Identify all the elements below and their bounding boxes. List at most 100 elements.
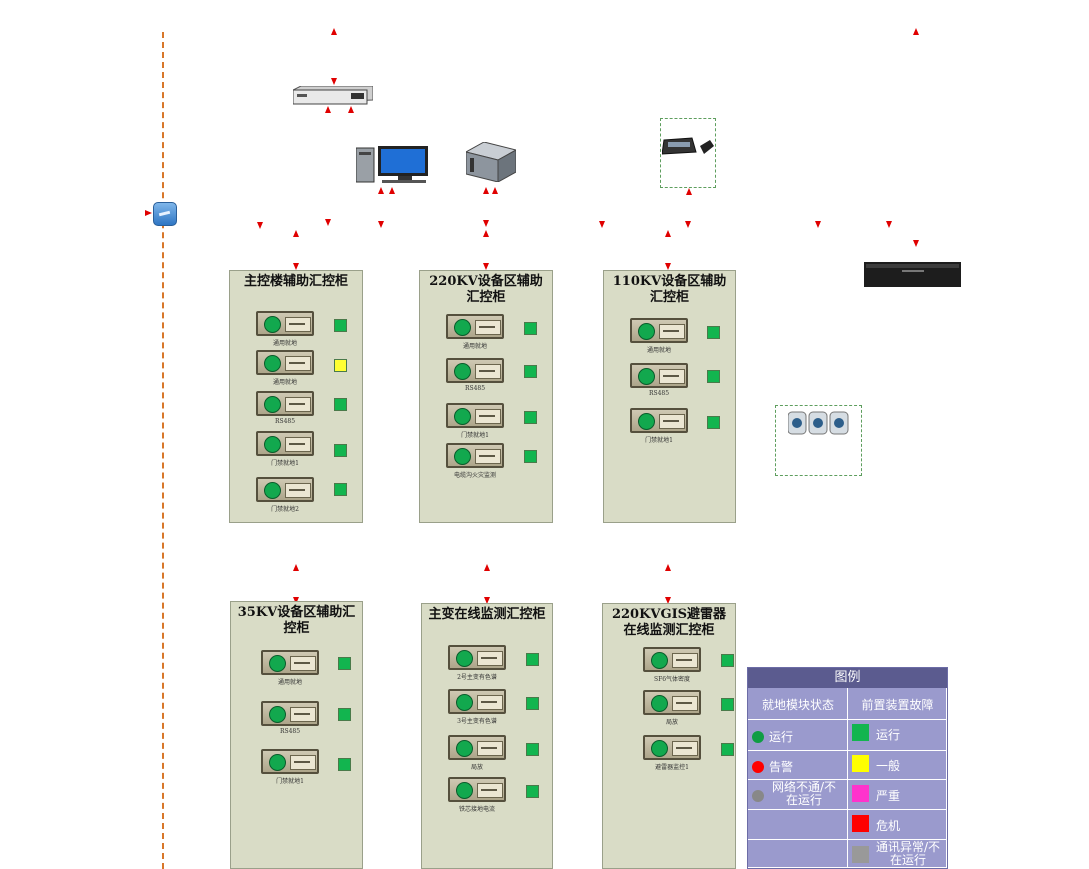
link-arrow: [483, 187, 489, 194]
panel-transformer[interactable]: 主变在线监测汇控柜 2号主变有色谱 3号主变有色谱 局放 铁芯接地电流: [421, 603, 553, 869]
legend-left-label: 告警: [769, 760, 794, 774]
legend-right-label: 运行: [876, 728, 901, 742]
module-item[interactable]: 门禁就地1: [446, 403, 520, 439]
module-label: 2号主变有色谱: [457, 674, 497, 681]
link-arrow: [293, 263, 299, 270]
status-square: [721, 698, 734, 711]
link-arrow: [665, 263, 671, 270]
module-label: 通用就地: [277, 679, 302, 686]
module-device-icon: [256, 350, 314, 375]
server-icon[interactable]: [464, 141, 518, 183]
status-square: [524, 322, 537, 335]
module-label: 门禁就地1: [271, 460, 299, 467]
panel-title: 主变在线监测汇控柜: [428, 607, 546, 622]
legend-left-label: 运行: [769, 730, 794, 744]
module-item[interactable]: RS485: [256, 391, 330, 425]
panel-title: 110KV设备区辅助汇控柜: [612, 274, 727, 305]
bus-arrow: [145, 210, 152, 216]
link-arrow: [389, 187, 395, 194]
module-item[interactable]: 通用就地: [446, 314, 520, 350]
module-item[interactable]: 门禁就地1: [630, 408, 704, 444]
status-square-icon: [852, 846, 869, 863]
module-item[interactable]: 通用就地: [630, 318, 704, 354]
workstation-icon[interactable]: [355, 146, 430, 184]
camera-group-icon[interactable]: [787, 410, 850, 438]
module-device-icon: [448, 645, 506, 670]
module-device-icon: [446, 403, 504, 428]
module-item[interactable]: 通用就地: [261, 650, 335, 686]
link-arrow: [325, 219, 331, 226]
status-square: [524, 450, 537, 463]
legend-left-row: 网络不通/不在运行: [748, 780, 848, 810]
module-label: 通用就地: [646, 347, 671, 354]
legend-panel: 图例 就地模块状态 前置装置故障 运行 告警 网络不通/不在运行 运行 一般 严…: [747, 667, 948, 869]
status-square: [334, 483, 347, 496]
link-arrow: [685, 221, 691, 228]
status-square: [707, 370, 720, 383]
panel-35kv[interactable]: 35KV设备区辅助汇控柜 通用就地 RS485 门禁就地1: [230, 601, 363, 869]
module-item[interactable]: 3号主变有色谱: [448, 689, 522, 725]
module-item[interactable]: 门禁就地1: [256, 431, 330, 467]
module-item[interactable]: 通用就地: [256, 350, 330, 386]
legend-right-row: 危机: [848, 810, 947, 840]
module-label: RS485: [648, 390, 670, 397]
panel-title: 主控楼辅助汇控柜: [243, 274, 348, 289]
link-arrow: [886, 221, 892, 228]
legend-right-row: 通讯异常/不在运行: [848, 840, 947, 868]
link-arrow: [293, 597, 299, 604]
module-label: 通用就地: [272, 340, 297, 347]
module-item[interactable]: RS485: [261, 701, 335, 735]
module-device-icon: [446, 443, 504, 468]
module-label: 门禁就地1: [645, 437, 673, 444]
status-square: [334, 359, 347, 372]
legend-left-header-cell: 就地模块状态: [748, 688, 848, 720]
module-item[interactable]: RS485: [630, 363, 704, 397]
module-device-icon: [446, 314, 504, 339]
module-item[interactable]: SF6气体密度: [643, 647, 717, 683]
link-arrow: [484, 564, 490, 571]
module-item[interactable]: 避雷器监控1: [643, 735, 717, 771]
link-arrow: [665, 230, 671, 237]
module-label: 门禁就地2: [271, 506, 299, 513]
panel-220kv[interactable]: 220KV设备区辅助汇控柜 通用就地 RS485 门禁就地1 电缆沟火灾监测: [419, 270, 553, 523]
link-arrow: [257, 222, 263, 229]
module-item[interactable]: 通用就地: [256, 311, 330, 347]
module-item[interactable]: 2号主变有色谱: [448, 645, 522, 681]
bus-line: [162, 32, 164, 869]
module-item[interactable]: 门禁就地2: [256, 477, 330, 513]
module-item[interactable]: 门禁就地1: [261, 749, 335, 785]
link-arrow: [686, 188, 692, 195]
status-square: [721, 654, 734, 667]
module-device-icon: [448, 689, 506, 714]
module-item[interactable]: 局放: [448, 735, 522, 771]
module-item[interactable]: 电缆沟火灾监测: [446, 443, 520, 479]
nvr-recorder-icon[interactable]: [864, 262, 961, 287]
status-square: [334, 398, 347, 411]
link-arrow: [483, 220, 489, 227]
status-square-icon: [852, 815, 869, 832]
module-device-icon: [256, 311, 314, 336]
panel-title: 220KV设备区辅助汇控柜: [429, 274, 543, 305]
bus-node-icon[interactable]: [153, 202, 177, 226]
panel-110kv[interactable]: 110KV设备区辅助汇控柜 通用就地 RS485 门禁就地1: [603, 270, 736, 523]
link-arrow: [665, 564, 671, 571]
panel-gis[interactable]: 220KVGIS避雷器在线监测汇控柜 SF6气体密度 局放 避雷器监控1: [602, 603, 736, 869]
status-square: [524, 365, 537, 378]
link-arrow: [331, 78, 337, 85]
link-arrow: [325, 106, 331, 113]
module-label: RS485: [279, 728, 301, 735]
status-square: [526, 743, 539, 756]
panel-main-control[interactable]: 主控楼辅助汇控柜 通用就地 通用就地 RS485 门禁就地1 门禁就地2: [229, 270, 363, 523]
module-item[interactable]: 铁芯接地电流: [448, 777, 522, 813]
panel-title: 35KV设备区辅助汇控柜: [237, 605, 356, 636]
module-label: 3号主变有色谱: [457, 718, 497, 725]
module-device-icon: [256, 477, 314, 502]
module-device-icon: [446, 358, 504, 383]
network-switch-icon[interactable]: [292, 85, 374, 105]
status-square: [526, 653, 539, 666]
link-arrow: [815, 221, 821, 228]
status-square: [338, 708, 351, 721]
module-item[interactable]: RS485: [446, 358, 520, 392]
control-keyboard-icon[interactable]: [661, 132, 714, 162]
module-item[interactable]: 局放: [643, 690, 717, 726]
